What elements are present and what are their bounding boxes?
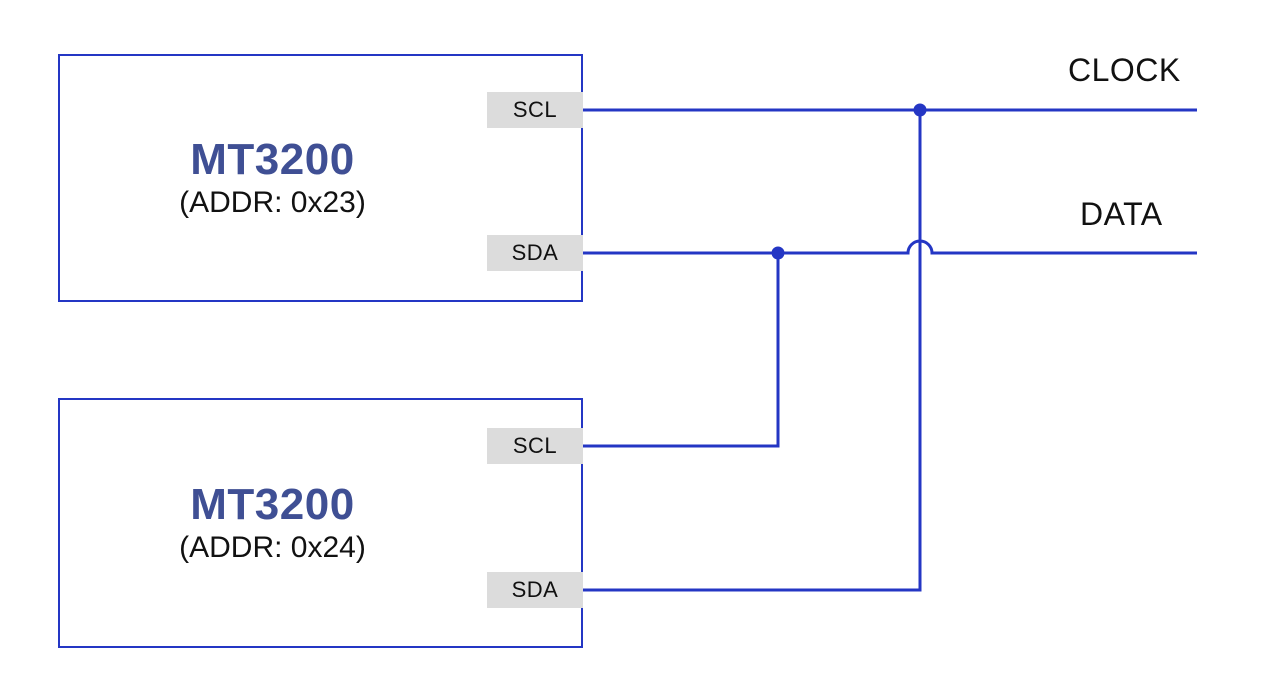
wire-top-sda-to-data	[583, 239, 1197, 255]
pin-bottom-scl-label: SCL	[512, 433, 558, 458]
pin-bottom-scl[interactable]: SCL	[487, 428, 583, 464]
chip-bottom-labels: MT3200 (ADDR: 0x24)	[60, 480, 581, 565]
chip-top-name: MT3200	[190, 135, 355, 185]
wire-bottom-sda-riser	[583, 110, 922, 592]
pin-bottom-sda[interactable]: SDA	[487, 572, 583, 608]
clock-junction-dot	[913, 103, 927, 117]
pin-top-scl[interactable]: SCL	[487, 92, 583, 128]
chip-top-address: (ADDR: 0x23)	[179, 186, 366, 220]
data-junction-dot	[771, 246, 785, 260]
wire-bottom-scl-riser	[583, 253, 780, 448]
chip-top-labels: MT3200 (ADDR: 0x23)	[60, 135, 581, 220]
pin-top-sda[interactable]: SDA	[487, 235, 583, 271]
pin-bottom-sda-label: SDA	[511, 577, 559, 602]
net-label-clock: CLOCK	[1068, 52, 1181, 88]
pin-top-scl-label: SCL	[512, 97, 558, 122]
pin-top-sda-label: SDA	[511, 240, 559, 265]
chip-bottom-address: (ADDR: 0x24)	[179, 531, 366, 565]
chip-bottom-name: MT3200	[190, 480, 355, 530]
net-label-data: DATA	[1080, 196, 1163, 232]
